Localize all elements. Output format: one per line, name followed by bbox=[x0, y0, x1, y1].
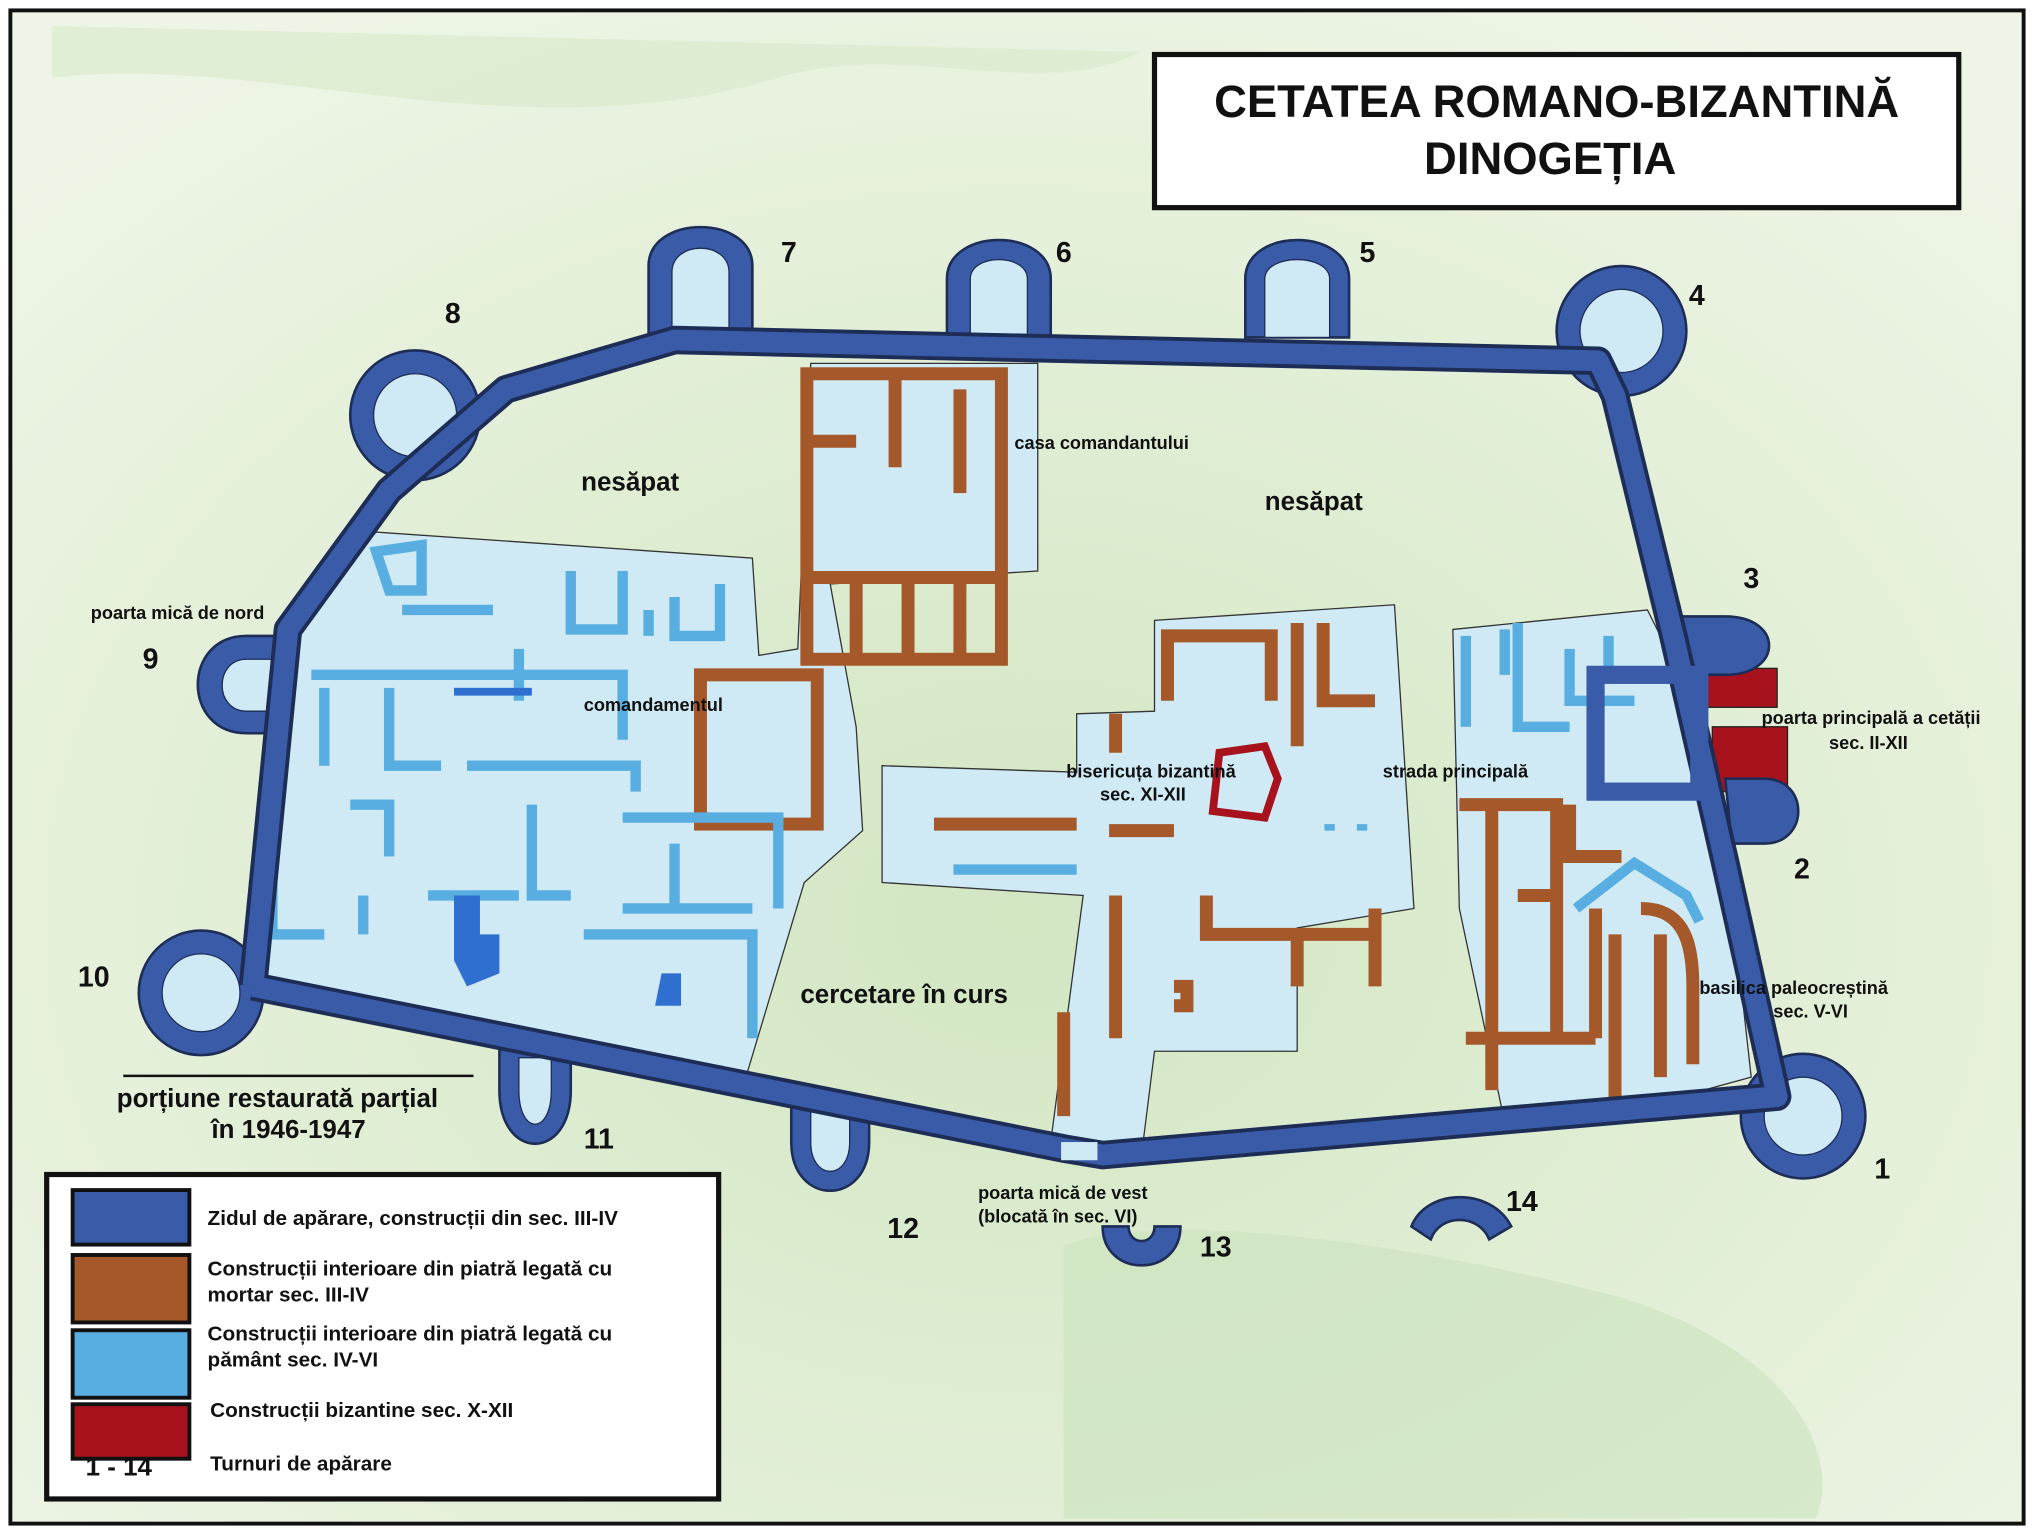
legend-swatch-mortar bbox=[70, 1253, 192, 1325]
legend-label: Construcții interioare din piatră legată… bbox=[208, 1258, 613, 1281]
tower-3 bbox=[1671, 615, 1771, 677]
tower-number: 14 bbox=[1506, 1186, 1538, 1218]
legend-label: Construcții bizantine sec. X-XII bbox=[210, 1399, 513, 1422]
label-poarta-principala: poarta principală a cetății bbox=[1762, 708, 1981, 728]
map-labels: nesăpat nesăpat casa comandantului coman… bbox=[91, 433, 1981, 1226]
mortar-buildings bbox=[693, 367, 1739, 1117]
label-strada-principala: strada principală bbox=[1383, 761, 1529, 781]
tower-number: 6 bbox=[1056, 237, 1072, 269]
legend-towers-label: Turnuri de apărare bbox=[210, 1452, 392, 1475]
label-cercetare: cercetare în curs bbox=[800, 981, 1008, 1009]
label-comandamentul: comandamentul bbox=[584, 695, 723, 715]
label-casa-comandantului: casa comandantului bbox=[1014, 433, 1189, 453]
title-line-1: CETATEA ROMANO-BIZANTINĂ bbox=[1214, 76, 1899, 127]
legend-swatch-byzantine bbox=[70, 1402, 192, 1461]
label-nesapat: nesăpat bbox=[1265, 488, 1363, 516]
deep-blue-buildings bbox=[454, 687, 682, 1006]
tower-number: 13 bbox=[1200, 1231, 1232, 1263]
legend: Zidul de apărare, construcții din sec. I… bbox=[44, 1171, 722, 1502]
tower-number: 2 bbox=[1794, 854, 1810, 886]
defensive-wall-fill bbox=[242, 329, 1788, 1166]
comandamentul-building bbox=[693, 668, 824, 831]
legend-label: mortar sec. III-IV bbox=[208, 1284, 370, 1307]
legend-label: pământ sec. IV-VI bbox=[208, 1349, 379, 1372]
legend-label: Construcții interioare din piatră legată… bbox=[208, 1323, 613, 1346]
label-poarta-mica-vest-note: (blocată în sec. VI) bbox=[978, 1207, 1137, 1227]
earth-buildings bbox=[267, 539, 1704, 1039]
tower-14 bbox=[1409, 1196, 1513, 1242]
label-poarta-mica-nord: poarta mică de nord bbox=[91, 603, 264, 623]
tower-numbers: 1 2 3 4 5 6 7 8 9 10 11 12 13 14 bbox=[78, 237, 1891, 1263]
tower-number: 9 bbox=[143, 643, 159, 675]
label-bisericuta: bisericuța bizantină bbox=[1066, 761, 1236, 781]
label-restaurata-years: în 1946-1947 bbox=[209, 1116, 365, 1144]
legend-swatch-earth bbox=[70, 1328, 192, 1400]
tower-13 bbox=[1101, 1225, 1182, 1267]
main-gate-wall bbox=[1586, 665, 1709, 801]
legend-swatch-wall bbox=[70, 1188, 192, 1247]
legend-label: Zidul de apărare, construcții din sec. I… bbox=[208, 1207, 619, 1230]
tower-number: 7 bbox=[781, 237, 797, 269]
tower-number: 5 bbox=[1359, 237, 1375, 269]
label-basilica: basilica paleocreștină bbox=[1699, 978, 1889, 998]
tower-number: 11 bbox=[584, 1124, 614, 1156]
title-line-2: DINOGEȚIA bbox=[1424, 133, 1676, 185]
legend-towers-key: 1 - 14 bbox=[86, 1454, 153, 1482]
bisericuta-building bbox=[1208, 741, 1282, 822]
label-bisericuta-sec: sec. XI-XII bbox=[1100, 785, 1186, 805]
label-poarta-mica-vest: poarta mică de vest bbox=[978, 1183, 1148, 1203]
tower-number: 4 bbox=[1689, 280, 1705, 312]
label-nesapat: nesăpat bbox=[581, 469, 679, 497]
label-basilica-sec: sec. V-VI bbox=[1773, 1001, 1848, 1021]
label-restaurata: porțiune restaurată parțial bbox=[117, 1085, 438, 1113]
tower-number: 1 bbox=[1874, 1153, 1890, 1185]
tower-2 bbox=[1723, 777, 1800, 845]
title-box bbox=[1151, 51, 1962, 211]
terrain-contour bbox=[51, 25, 1142, 108]
tower-number: 12 bbox=[887, 1213, 919, 1245]
terrain-contour bbox=[1063, 1230, 1823, 1519]
tower-number: 10 bbox=[78, 961, 110, 993]
label-poarta-principala-sec: sec. II-XII bbox=[1829, 733, 1908, 753]
tower-number: 3 bbox=[1743, 563, 1759, 595]
west-gate-opening bbox=[1061, 1142, 1098, 1161]
tower-number: 8 bbox=[445, 298, 461, 330]
casa-comandantului-building bbox=[800, 367, 1008, 666]
